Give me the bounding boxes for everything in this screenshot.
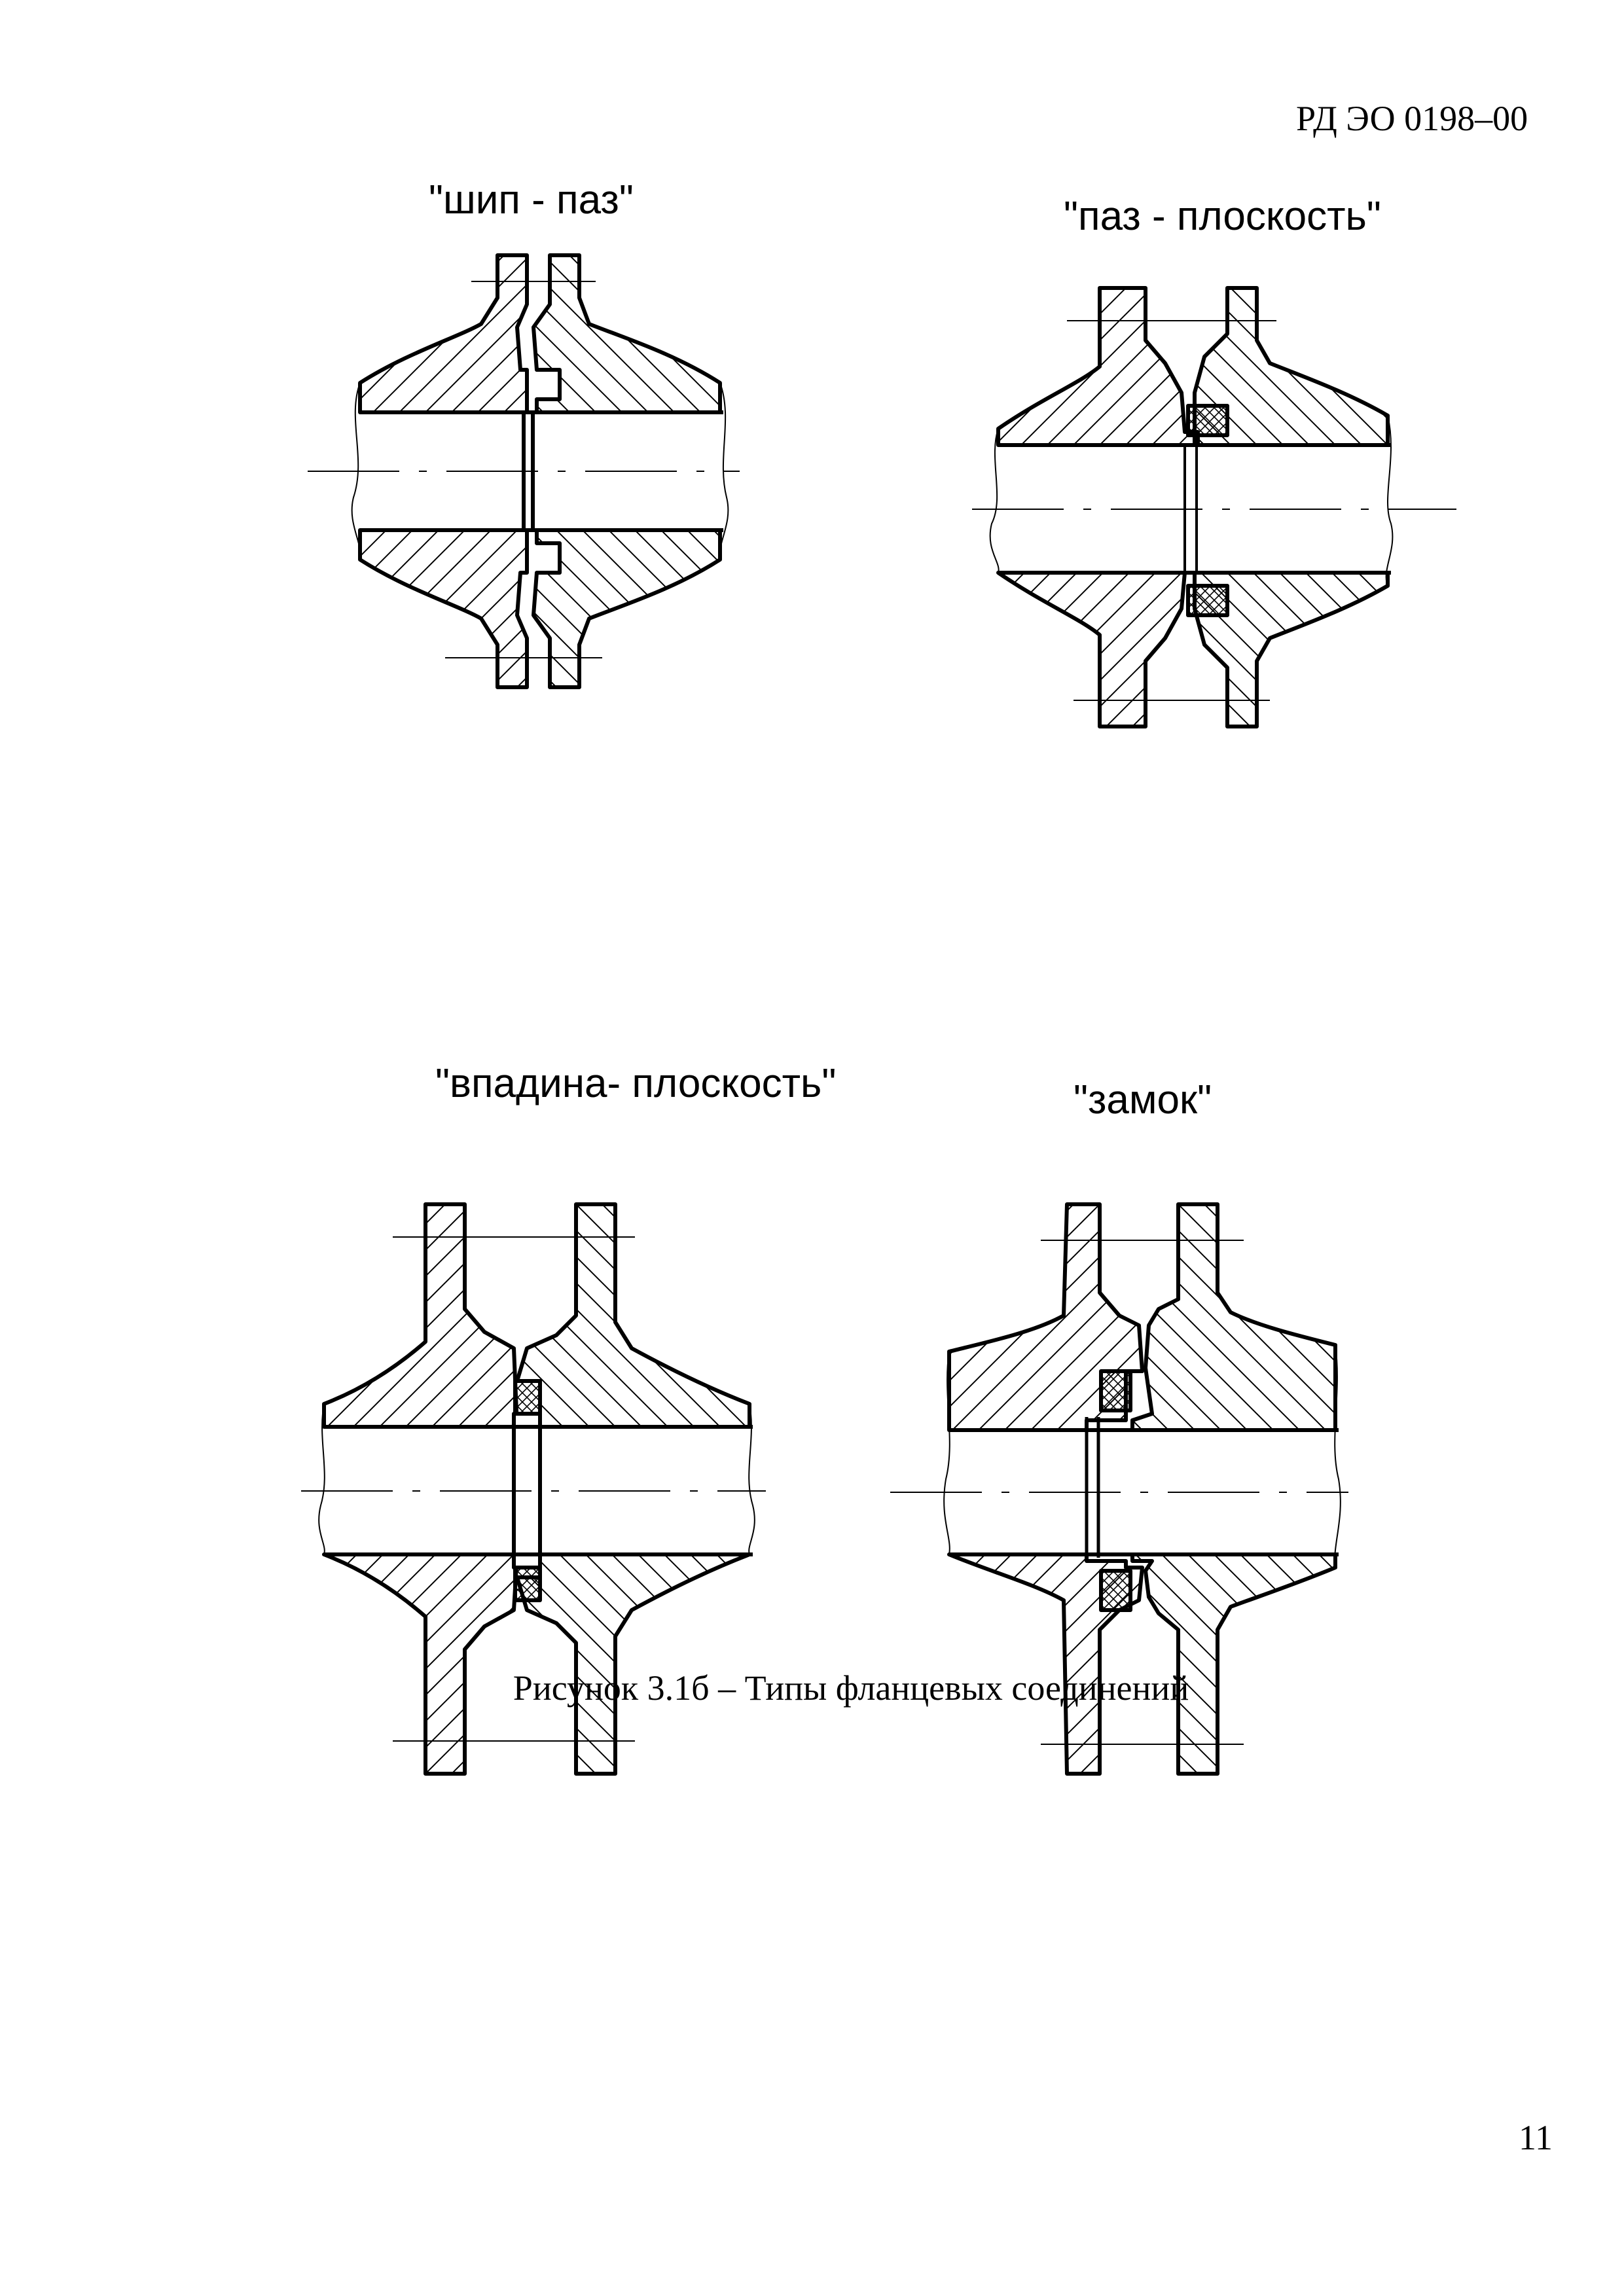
tongue-groove-flange-drawing (351, 253, 729, 689)
groove-flat-flange-drawing (996, 286, 1391, 728)
lock-flange-drawing (947, 1202, 1339, 1776)
diagram-label-tongue-groove: "шип - паз" (429, 177, 634, 223)
diagram-label-groove-flat: "паз - плоскость" (1064, 194, 1381, 239)
figure-caption: Рисунок 3.1б – Типы фланцевых соединений (513, 1668, 1189, 1708)
document-code: РД ЭО 0198–00 (1296, 99, 1528, 138)
page-number: 11 (1519, 2118, 1553, 2157)
diagram-label-recess-flat: "впадина- плоскость" (435, 1061, 837, 1106)
diagram-label-lock: "замок" (1074, 1077, 1212, 1122)
recess-flat-flange-drawing (322, 1202, 753, 1776)
